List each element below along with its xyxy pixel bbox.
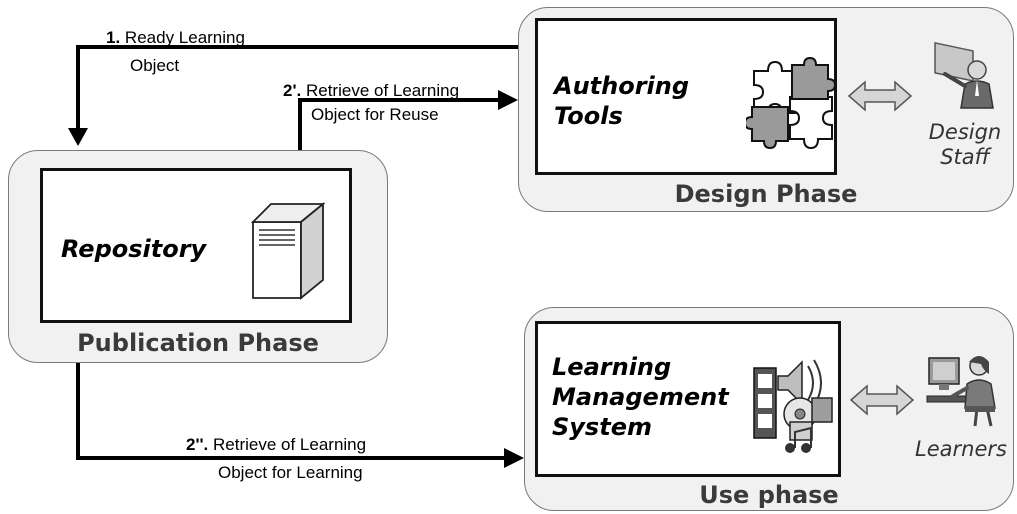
flow-arrow-ready-learning-object [76, 45, 518, 138]
presenter-person-icon [934, 41, 994, 109]
lms-label: Learning Management System [552, 353, 729, 441]
repository-box: Repository [40, 168, 352, 323]
flow-arrow-retrieve-for-learning [76, 363, 514, 460]
flow-label-ready-learning-object: 1. Ready Learning [106, 28, 245, 47]
bidirectional-arrow-icon [849, 384, 915, 416]
design-staff-label: Design Staff [928, 120, 1002, 169]
use-phase-title: Use phase [699, 481, 839, 509]
flow-label-ready-learning-object-line2: Object [130, 56, 180, 75]
authoring-tools-label: Authoring Tools [554, 72, 690, 130]
bidirectional-arrow-icon [847, 80, 913, 112]
flow-label-retrieve-for-learning-line2: Object for Learning [218, 463, 363, 482]
publication-phase-title: Publication Phase [77, 329, 319, 357]
flow-label-retrieve-for-reuse-line2: Object for Reuse [311, 105, 439, 124]
flow-arrow-retrieve-for-reuse [298, 98, 508, 150]
design-phase-title: Design Phase [674, 180, 858, 208]
flow-label-retrieve-for-learning: 2''. Retrieve of Learning [186, 435, 367, 454]
multimedia-icon [753, 359, 833, 453]
repository-label: Repository [61, 235, 207, 263]
server-tower-icon [250, 202, 326, 300]
use-phase-panel: Learning Management System [524, 307, 1014, 511]
publication-phase-panel: Repository Publication Phase [8, 150, 388, 363]
learners-label: Learners [915, 437, 1007, 461]
authoring-tools-box: Authoring Tools [535, 18, 837, 175]
puzzle-pieces-icon [746, 57, 836, 150]
flow-label-retrieve-for-reuse: 2'. Retrieve of Learning [283, 81, 460, 100]
person-at-computer-icon [926, 356, 996, 427]
lms-box: Learning Management System [535, 321, 841, 477]
design-phase-panel: Authoring Tools Design Phase Design Staf… [518, 7, 1014, 212]
